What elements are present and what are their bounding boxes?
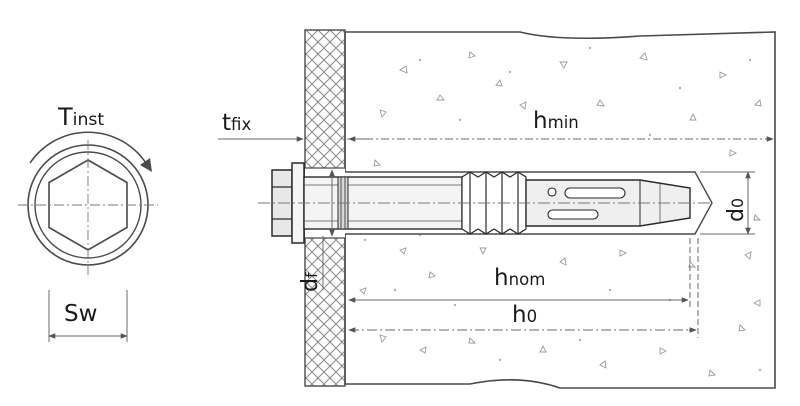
- hnom-dimension: [348, 238, 691, 308]
- label-tfix: tfix: [222, 110, 252, 136]
- df-dimension: [322, 169, 335, 290]
- aggregate-dots: [363, 46, 762, 372]
- label-tinst: Tinst: [58, 103, 105, 131]
- label-hnom: hnom: [494, 265, 546, 291]
- hex-head-top-view: [18, 140, 158, 275]
- label-d0: d0: [724, 197, 749, 222]
- label-sw: Sw: [64, 301, 98, 327]
- torque-arc-arrow: [29, 131, 152, 172]
- sw-dimension: [48, 290, 128, 342]
- h0-dimension: [348, 238, 699, 338]
- aggregate-texture: [359, 51, 762, 377]
- label-df: df: [298, 272, 323, 292]
- label-hmin: hmin: [533, 108, 579, 134]
- d0-dimension: [700, 171, 755, 235]
- label-h0: h0: [512, 302, 538, 328]
